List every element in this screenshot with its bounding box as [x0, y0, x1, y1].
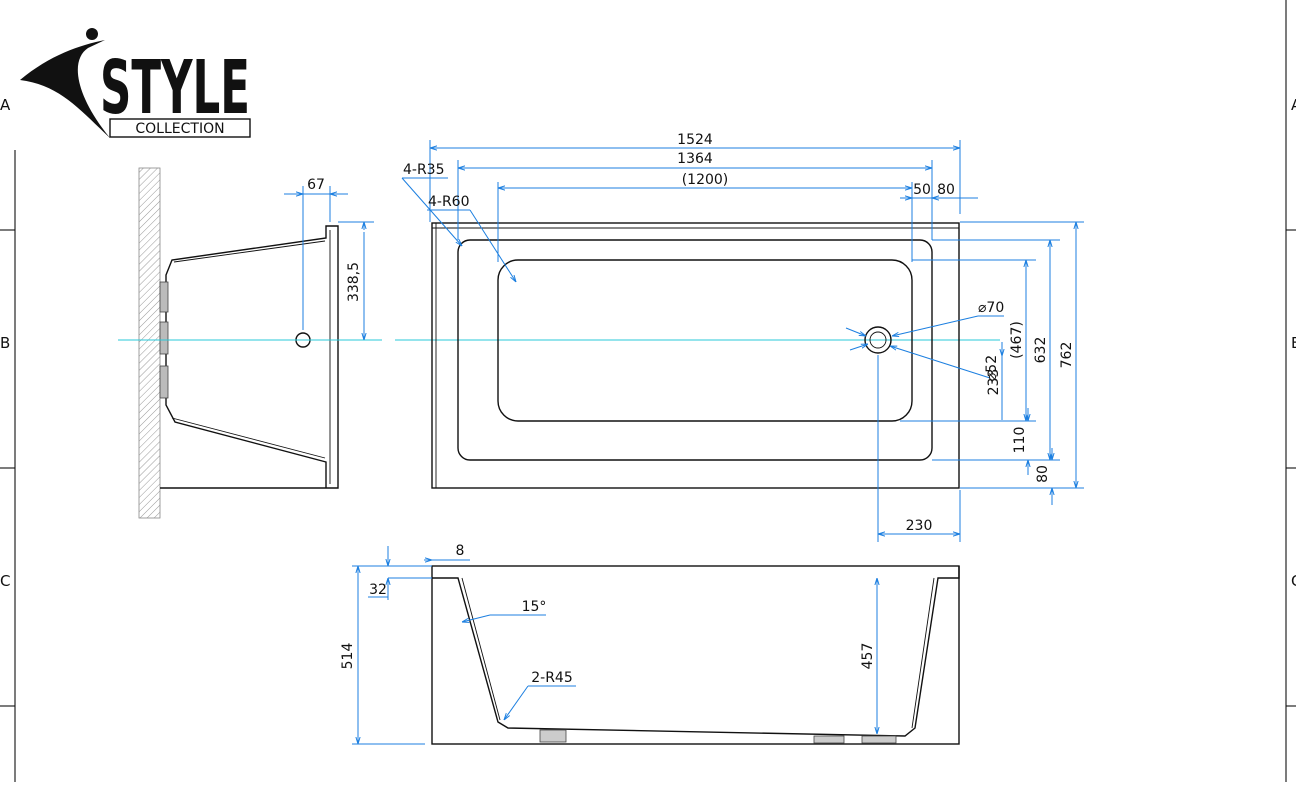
dim-15-label: 15° — [522, 599, 547, 615]
dim-total-width: 762 — [960, 221, 1084, 489]
dim-bottom-length: (1200) — [497, 172, 913, 262]
front-view — [431, 565, 960, 745]
dim-radius-r45: 2-R45 — [504, 670, 576, 720]
zone-label-left-a: A — [0, 96, 11, 114]
dim-230-label: 230 — [906, 518, 933, 534]
zone-label-left-c: C — [0, 572, 10, 590]
brand-logo: STYLE COLLECTION — [20, 28, 251, 138]
dim-457-label: 457 — [860, 643, 876, 670]
side-view — [138, 167, 339, 519]
dim-762-label: 762 — [1059, 342, 1075, 369]
dim-side-offset: 67 — [284, 177, 348, 330]
dim-233-label: 233 — [986, 369, 1002, 396]
dim-rim-32: 32 — [368, 546, 432, 600]
dim-front-80: 80 — [1035, 448, 1052, 505]
zone-label-right-a: A — [1291, 96, 1296, 114]
dim-drain-70: ⌀70 — [845, 300, 1004, 336]
top-view — [431, 222, 960, 489]
logo-sub-text: COLLECTION — [135, 121, 224, 137]
dim-angle-15: 15° — [462, 599, 546, 622]
dim-80-label: 80 — [937, 182, 955, 198]
dim-8-label: 8 — [456, 543, 465, 559]
dim-80-front-label: 80 — [1035, 465, 1051, 483]
dim-rim-8: 8 — [424, 543, 470, 560]
dim-total-height: 514 — [340, 565, 432, 745]
zone-label-right-c: C — [1291, 572, 1296, 590]
dim-end-50-80: 50 80 — [900, 182, 978, 198]
dim-467-label: (467) — [1009, 321, 1025, 359]
dim-inner-length: 1364 — [457, 151, 933, 240]
dim-70-label: ⌀70 — [978, 300, 1004, 316]
dim-110-label: 110 — [1012, 427, 1028, 454]
dim-r60-label: 4-R60 — [428, 194, 470, 210]
dim-drain-52: ⌀52 — [849, 344, 1000, 381]
dim-338-label: 338,5 — [346, 262, 362, 302]
dim-r45-label: 2-R45 — [531, 670, 573, 686]
dim-1364-label: 1364 — [677, 151, 713, 167]
dim-r35-label: 4-R35 — [403, 162, 445, 178]
dim-inner-width: 632 — [932, 239, 1060, 461]
dim-632-label: 632 — [1033, 337, 1049, 364]
dim-1524-label: 1524 — [677, 132, 713, 148]
dim-side-height: 338,5 — [338, 221, 374, 340]
dim-52-label: ⌀52 — [984, 355, 1000, 381]
dim-233: 233 — [986, 342, 1002, 420]
dim-inner-depth: 457 — [860, 578, 877, 734]
dim-total-length: 1524 — [429, 132, 961, 222]
dim-32-label: 32 — [369, 582, 387, 598]
dim-67-label: 67 — [307, 177, 325, 193]
dim-1200-label: (1200) — [682, 172, 729, 188]
dim-radius-r60: 4-R60 — [427, 194, 516, 282]
dim-50-label: 50 — [913, 182, 931, 198]
dim-radius-r35: 4-R35 — [401, 162, 462, 246]
logo-main-text: STYLE — [100, 45, 250, 131]
zone-label-right-b: B — [1291, 334, 1296, 352]
dim-front-110: 110 — [1012, 408, 1028, 475]
dim-514-label: 514 — [340, 643, 356, 670]
zone-label-left-b: B — [0, 334, 10, 352]
dim-drain-230: 230 — [877, 355, 961, 542]
dim-bottom-width: (467) — [900, 259, 1036, 422]
